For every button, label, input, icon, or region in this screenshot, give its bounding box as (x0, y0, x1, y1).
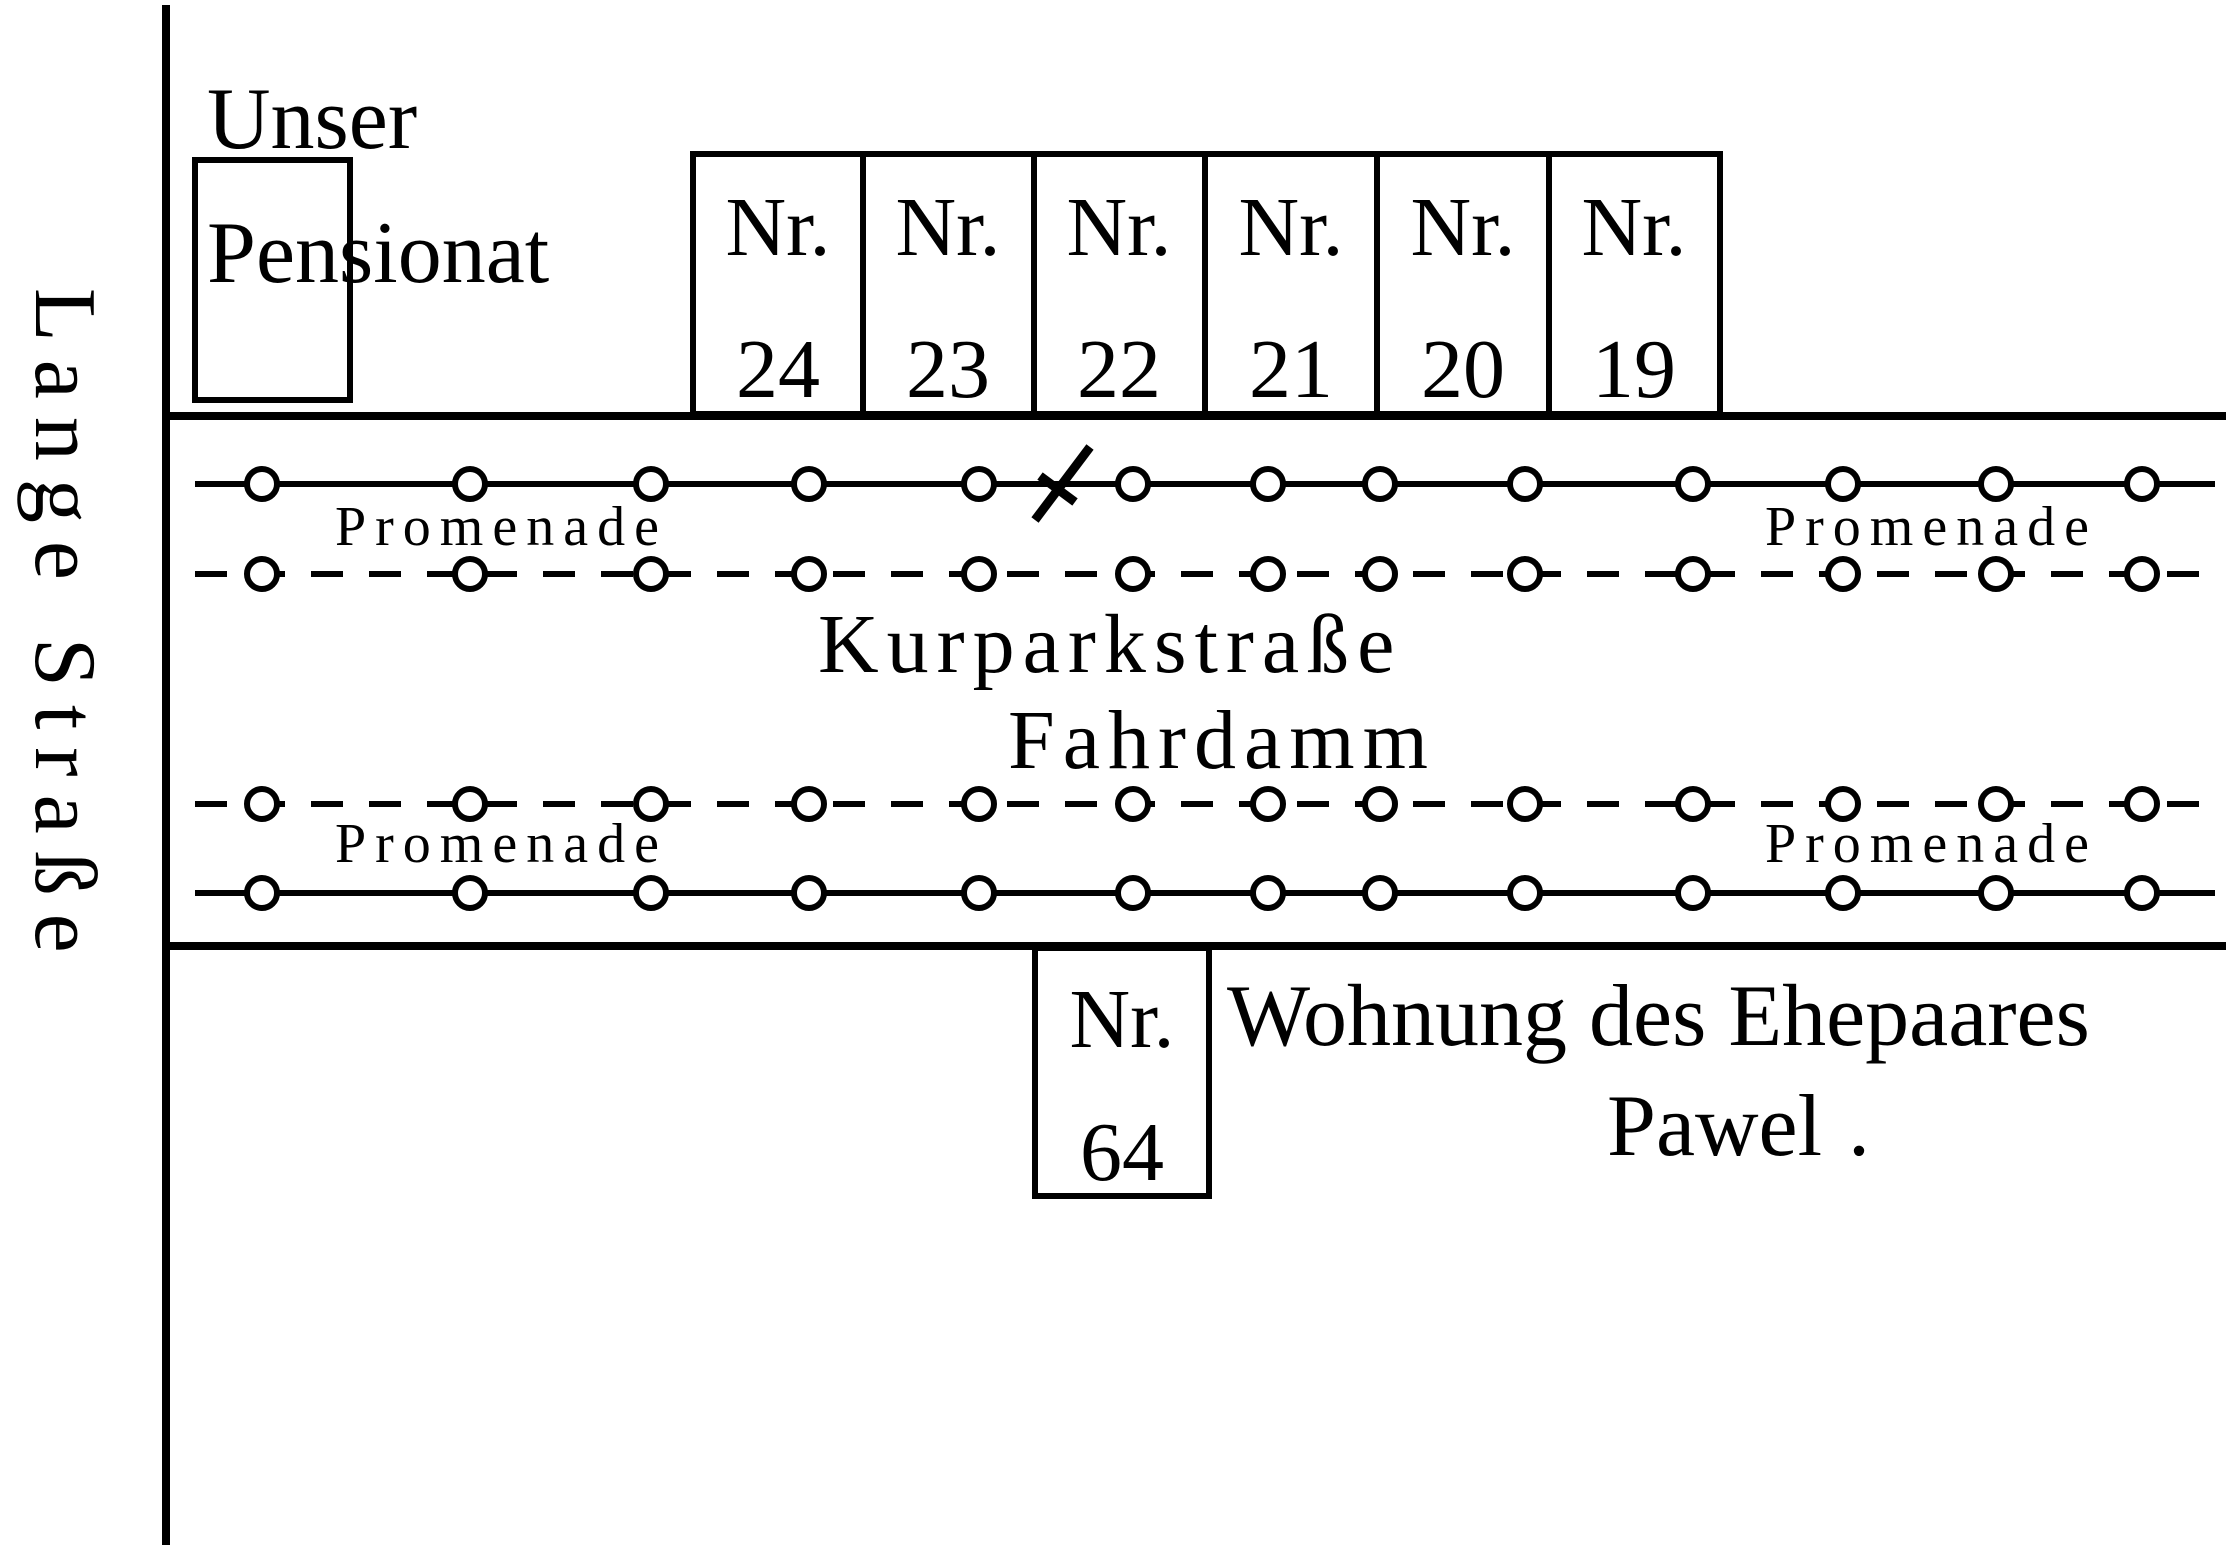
house-nr-19: Nr. 19 (1546, 151, 1723, 417)
house-nr-64: Nr. 64 (1032, 945, 1212, 1199)
tree-marker (961, 786, 997, 822)
tree-marker (1675, 786, 1711, 822)
tree-marker (244, 556, 280, 592)
tree-marker (791, 466, 827, 502)
tree-marker (1362, 466, 1398, 502)
pawel-residence-period: . (1848, 1078, 1870, 1175)
kurparkstrasse-label: Kurparkstraße (818, 598, 1402, 691)
tree-marker (1825, 875, 1861, 911)
tree-marker (1978, 875, 2014, 911)
tree-marker (961, 875, 997, 911)
promenade-label-north-left: Promenade (335, 496, 668, 558)
house-prefix: Nr. (1070, 973, 1175, 1066)
house-prefix: Nr. (1582, 181, 1687, 274)
tree-marker (1825, 466, 1861, 502)
house-prefix: Nr. (896, 181, 1001, 274)
house-nr-23: Nr. 23 (860, 151, 1037, 417)
house-number: 22 (1077, 323, 1161, 416)
promenade-label-north-right: Promenade (1765, 496, 2098, 558)
tree-marker (1115, 556, 1151, 592)
house-number: 64 (1080, 1106, 1164, 1199)
tree-marker (791, 786, 827, 822)
pensionat-label-line2: Pensionat (207, 205, 549, 302)
tree-marker (1362, 875, 1398, 911)
tree-marker (1362, 786, 1398, 822)
tree-marker (1978, 786, 2014, 822)
tree-marker (1978, 556, 2014, 592)
tree-marker (452, 556, 488, 592)
tree-marker (1507, 556, 1543, 592)
tree-marker (1250, 466, 1286, 502)
tree-marker (633, 786, 669, 822)
house-prefix: Nr. (1067, 181, 1172, 274)
pensionat-label-line1: Unser (207, 71, 417, 168)
tree-marker (244, 875, 280, 911)
tree-marker (1507, 466, 1543, 502)
tree-marker (1115, 875, 1151, 911)
tree-marker (1250, 786, 1286, 822)
lange-strasse-label: Lange Straße (16, 288, 113, 971)
house-nr-21: Nr. 21 (1202, 151, 1380, 417)
house-number: 19 (1592, 323, 1676, 416)
tree-marker (1675, 466, 1711, 502)
tree-marker (1507, 786, 1543, 822)
pensionat-building (192, 157, 353, 403)
house-prefix: Nr. (1239, 181, 1344, 274)
promenade-label-south-right: Promenade (1765, 813, 2098, 875)
tree-marker (1362, 556, 1398, 592)
house-prefix: Nr. (726, 181, 831, 274)
tree-marker (244, 786, 280, 822)
house-number: 21 (1249, 323, 1333, 416)
tree-marker (1825, 556, 1861, 592)
tree-marker (633, 466, 669, 502)
tree-marker (1675, 875, 1711, 911)
tree-marker (1250, 556, 1286, 592)
tree-marker (1115, 786, 1151, 822)
tree-marker (633, 875, 669, 911)
tree-marker (633, 556, 669, 592)
pawel-residence-label-line2: Pawel (1607, 1078, 1822, 1175)
tree-markers (244, 466, 2160, 911)
tree-marker (2124, 875, 2160, 911)
tree-marker (1115, 466, 1151, 502)
tree-marker (1250, 875, 1286, 911)
tree-marker (2124, 466, 2160, 502)
house-number: 23 (906, 323, 990, 416)
tree-marker (1675, 556, 1711, 592)
tree-marker (961, 466, 997, 502)
tree-marker (961, 556, 997, 592)
tree-marker (452, 786, 488, 822)
cross-mark (1031, 444, 1094, 523)
tree-marker (791, 556, 827, 592)
house-nr-24: Nr. 24 (690, 151, 866, 417)
house-nr-22: Nr. 22 (1031, 151, 1208, 417)
tree-marker (452, 466, 488, 502)
tree-marker (1507, 875, 1543, 911)
tree-marker (2124, 786, 2160, 822)
pawel-residence-label-line1: Wohnung des Ehepaares (1227, 968, 2090, 1065)
house-nr-20: Nr. 20 (1374, 151, 1552, 417)
tree-marker (2124, 556, 2160, 592)
house-prefix: Nr. (1411, 181, 1516, 274)
house-number: 20 (1421, 323, 1505, 416)
tree-marker (452, 875, 488, 911)
house-number: 24 (736, 323, 820, 416)
tree-marker (791, 875, 827, 911)
houses-north-row: Nr. 24 Nr. 23 Nr. 22 Nr. 21 Nr. 20 Nr. 1… (690, 151, 1723, 417)
fahrdamm-label: Fahrdamm (1008, 694, 1436, 787)
promenade-label-south-left: Promenade (335, 813, 668, 875)
tree-marker (1978, 466, 2014, 502)
tree-marker (244, 466, 280, 502)
tree-marker (1825, 786, 1861, 822)
